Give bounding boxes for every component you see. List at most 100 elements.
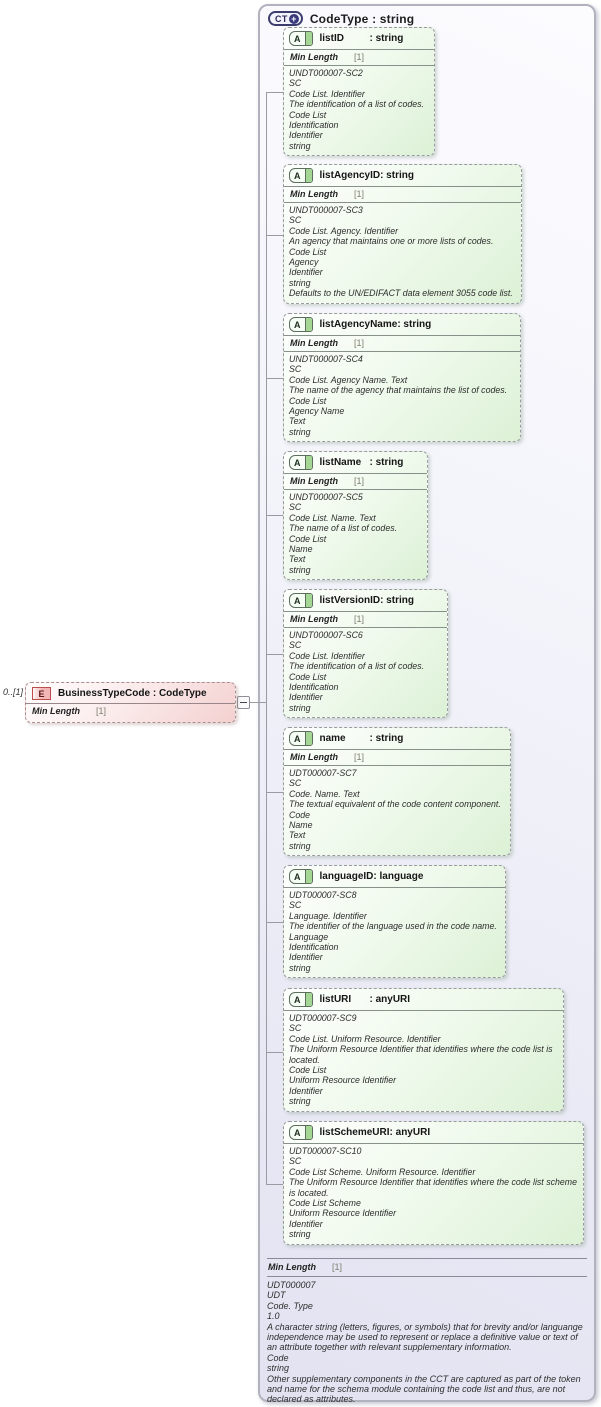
attribute-type: : anyURI <box>369 994 411 1005</box>
attribute-name: listName <box>319 457 362 468</box>
attribute-icon-block <box>304 870 312 883</box>
minlength-facet: Min Length [1] <box>284 336 520 352</box>
attribute-icon: A <box>289 992 313 1007</box>
attribute-name: languageID <box>319 871 374 882</box>
attribute-icon-label: A <box>294 871 301 882</box>
connector-tick <box>266 654 283 655</box>
attribute-box-listname[interactable]: A listName : string Min Length [1] UNDT0… <box>283 451 428 581</box>
attribute-icon-block <box>304 32 312 45</box>
facet-value: [1] <box>354 614 365 624</box>
attribute-icon: A <box>289 455 313 470</box>
connector-tick <box>266 515 283 516</box>
complextype-documentation: UDT000007 UDT Code. Type 1.0 A character… <box>267 1280 583 1405</box>
minlength-facet: Min Length [1] <box>267 1258 587 1277</box>
facet-label: Min Length <box>268 1262 316 1272</box>
attribute-box-listschemeuri[interactable]: A listSchemeURI : anyURI UDT000007-SC10 … <box>283 1121 584 1245</box>
attribute-icon-label: A <box>294 457 301 468</box>
attribute-icon-label: A <box>294 733 301 744</box>
facet-label: Min Length <box>290 752 338 762</box>
attribute-type: : language <box>373 871 424 882</box>
attribute-header: A listAgencyName : string <box>284 314 520 336</box>
facet-label: Min Length <box>290 338 338 348</box>
facet-label: Min Length <box>290 476 338 486</box>
minlength-facet: Min Length [1] <box>284 50 434 66</box>
facet-value: [1] <box>332 1262 343 1272</box>
connector-tick <box>266 92 283 93</box>
connector-tick <box>266 1184 283 1185</box>
cardinality-label: 0..[1] <box>3 687 24 697</box>
attribute-header: A name : string <box>284 728 510 750</box>
facet-label: Min Length <box>290 52 338 62</box>
attribute-name: listSchemeURI <box>319 1127 390 1138</box>
facet-label: Min Length <box>290 189 338 199</box>
facet-value: [1] <box>354 476 365 486</box>
complextype-header: CT + CodeType : string <box>268 11 414 26</box>
element-box-businesstypecode[interactable]: E BusinessTypeCode : CodeType Min Length… <box>25 682 236 723</box>
minlength-facet: Min Length [1] <box>284 474 427 490</box>
attribute-icon: A <box>289 731 313 746</box>
complextype-title: CodeType : string <box>309 11 415 26</box>
attribute-type: : string <box>397 319 432 330</box>
connector-tick <box>266 922 283 923</box>
attribute-icon-block <box>304 318 312 331</box>
attribute-box-listuri[interactable]: A listURI : anyURI UDT000007-SC9 SC Code… <box>283 988 564 1112</box>
attribute-name: listAgencyID <box>319 170 381 181</box>
attribute-box-listagencyid[interactable]: A listAgencyID : string Min Length [1] U… <box>283 164 522 304</box>
facet-label: Min Length <box>32 706 80 716</box>
attribute-name: listURI <box>319 994 352 1005</box>
attribute-box-listagencyname[interactable]: A listAgencyName : string Min Length [1]… <box>283 313 521 443</box>
attribute-annotation: UNDT000007-SC3 SC Code List. Agency. Ide… <box>289 205 513 299</box>
attribute-icon-label: A <box>294 319 301 330</box>
attribute-type: : string <box>380 170 414 181</box>
attribute-box-languageid[interactable]: A languageID : language UDT000007-SC8 SC… <box>283 865 506 979</box>
complextype-icon: CT + <box>268 11 303 26</box>
attribute-name: name <box>319 733 346 744</box>
connector-rail <box>266 92 267 1185</box>
minlength-facet: Min Length [1] <box>284 612 447 628</box>
attribute-type: : string <box>369 33 404 44</box>
attribute-icon: A <box>289 168 313 183</box>
facet-value: [1] <box>96 706 107 716</box>
attribute-type: : string <box>369 733 404 744</box>
attribute-box-listversionid[interactable]: A listVersionID : string Min Length [1] … <box>283 589 448 719</box>
attribute-annotation: UDT000007-SC9 SC Code List. Uniform Reso… <box>289 1013 553 1107</box>
attribute-annotation: UNDT000007-SC5 SC Code List. Name. Text … <box>289 492 398 575</box>
attribute-icon: A <box>289 869 313 884</box>
attribute-header: A listName : string <box>284 452 427 474</box>
connector-line <box>250 702 267 703</box>
attribute-icon: A <box>289 31 313 46</box>
attribute-icon-block <box>304 993 312 1006</box>
attribute-annotation: UDT000007-SC8 SC Language. Identifier Th… <box>289 890 497 973</box>
attribute-icon-block <box>304 169 312 182</box>
minus-icon <box>240 702 247 703</box>
attribute-annotation: UDT000007-SC10 SC Code List Scheme. Unif… <box>289 1146 577 1240</box>
collapse-toggle-icon[interactable] <box>237 696 250 709</box>
attribute-icon: A <box>289 317 313 332</box>
attribute-icon: A <box>289 1125 313 1140</box>
connector-tick <box>266 792 283 793</box>
attribute-box-listid[interactable]: A listID : string Min Length [1] UNDT000… <box>283 27 435 157</box>
plus-icon: + <box>288 13 299 24</box>
attribute-icon-label: A <box>294 170 301 181</box>
complextype-facet-section: Min Length [1] UDT000007 UDT Code. Type … <box>267 1258 587 1405</box>
attribute-box-name[interactable]: A name : string Min Length [1] UDT000007… <box>283 727 511 857</box>
attribute-type: : anyURI <box>389 1127 431 1138</box>
attribute-icon-label: A <box>294 595 301 606</box>
attribute-icon-label: A <box>294 994 301 1005</box>
element-header: E BusinessTypeCode : CodeType <box>26 683 235 704</box>
attribute-annotation: UNDT000007-SC6 SC Code List. Identifier … <box>289 630 424 713</box>
attribute-header: A listID : string <box>284 28 434 50</box>
element-title: BusinessTypeCode : CodeType <box>58 688 207 699</box>
minlength-facet: Min Length [1] <box>284 750 510 766</box>
facet-value: [1] <box>354 52 365 62</box>
facet-label: Min Length <box>290 614 338 624</box>
connector-tick <box>266 1052 283 1053</box>
attribute-icon-block <box>304 1126 312 1139</box>
attribute-name: listID <box>319 33 344 44</box>
facet-value: [1] <box>354 752 365 762</box>
element-icon: E <box>32 687 51 700</box>
attribute-name: listAgencyName <box>319 319 398 330</box>
attribute-header: A listURI : anyURI <box>284 989 563 1011</box>
attribute-header: A listSchemeURI : anyURI <box>284 1122 583 1144</box>
